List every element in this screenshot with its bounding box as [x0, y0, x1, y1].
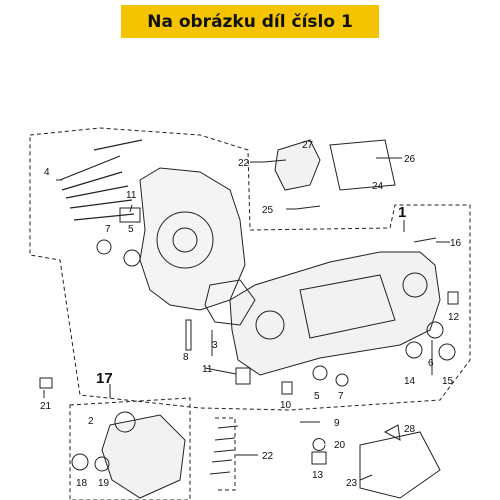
- seal-20: [312, 438, 326, 451]
- callout-8: 8: [183, 352, 189, 363]
- bearing-5-bottom: [312, 365, 328, 381]
- stud-bolts: [59, 139, 143, 221]
- callout-16: 16: [450, 238, 462, 249]
- pin-21: [39, 377, 53, 389]
- callout-22-bottom: 22: [262, 451, 274, 462]
- reed-valve-gasket: [329, 139, 396, 191]
- title-banner: Na obrázku díl číslo 1: [121, 5, 379, 38]
- callout-19: 19: [98, 478, 110, 489]
- callout-15: 15: [442, 376, 454, 387]
- bolt-25: [295, 205, 321, 210]
- cover-17: [101, 414, 186, 499]
- seal-19: [94, 456, 110, 472]
- callout-14: 14: [404, 376, 416, 387]
- bolt-set: [209, 425, 239, 475]
- group-boundary-17: [69, 397, 191, 500]
- callout-11-bottom: 11: [202, 364, 213, 375]
- crankcase-half-left: [139, 167, 246, 311]
- callout-2: 2: [88, 416, 94, 427]
- callout-13: 13: [312, 470, 324, 481]
- bolt-16: [413, 237, 437, 243]
- clip-13: [311, 451, 327, 465]
- clamp-28: [383, 424, 401, 441]
- callout-26: 26: [404, 154, 416, 165]
- callout-5-left: 5: [128, 224, 134, 235]
- callout-28: 28: [404, 424, 416, 435]
- page-title: Na obrázku díl číslo 1: [147, 11, 353, 32]
- bearing-7-left: [96, 239, 112, 255]
- callout-22-top: 22: [238, 158, 250, 169]
- bearing-18: [71, 453, 89, 471]
- callout-9: 9: [334, 418, 340, 429]
- callout-27: 27: [302, 140, 314, 151]
- callout-6: 6: [428, 358, 434, 369]
- callout-21: 21: [40, 401, 52, 412]
- group-boundary-22: [215, 417, 236, 491]
- bearing-15: [438, 343, 456, 361]
- callout-12: 12: [448, 312, 460, 323]
- dowel-12: [447, 291, 459, 305]
- callout-24: 24: [372, 181, 384, 192]
- callout-17: 17: [96, 370, 113, 387]
- bearing-2: [114, 411, 136, 433]
- callout-11-top: 11: [126, 190, 137, 201]
- gasket: [204, 279, 256, 326]
- callout-4: 4: [44, 167, 50, 178]
- bearing-14: [405, 341, 423, 359]
- callout-7-bottom: 7: [338, 391, 344, 402]
- group-boundary-main: [29, 127, 471, 411]
- callout-7-left: 7: [105, 224, 111, 235]
- callout-10: 10: [280, 400, 292, 411]
- callout-1: 1: [398, 204, 406, 221]
- sleeve-11: [235, 367, 251, 385]
- bolt-22-top: [263, 159, 287, 163]
- bush-10: [281, 381, 293, 395]
- callout-23: 23: [346, 478, 358, 489]
- crankcase-main: [229, 251, 441, 376]
- gasket-23: [359, 431, 441, 499]
- callout-20: 20: [334, 440, 346, 451]
- callout-3: 3: [212, 340, 218, 351]
- pin-8: [185, 319, 192, 351]
- callout-18: 18: [76, 478, 88, 489]
- seal-7-bottom: [335, 373, 349, 387]
- bearing-5-left: [123, 249, 141, 267]
- intake-manifold: [274, 139, 321, 191]
- callout-5-bottom: 5: [314, 391, 320, 402]
- sleeve-11-top: [119, 207, 141, 223]
- bearing-6: [426, 321, 444, 339]
- callout-25: 25: [262, 205, 274, 216]
